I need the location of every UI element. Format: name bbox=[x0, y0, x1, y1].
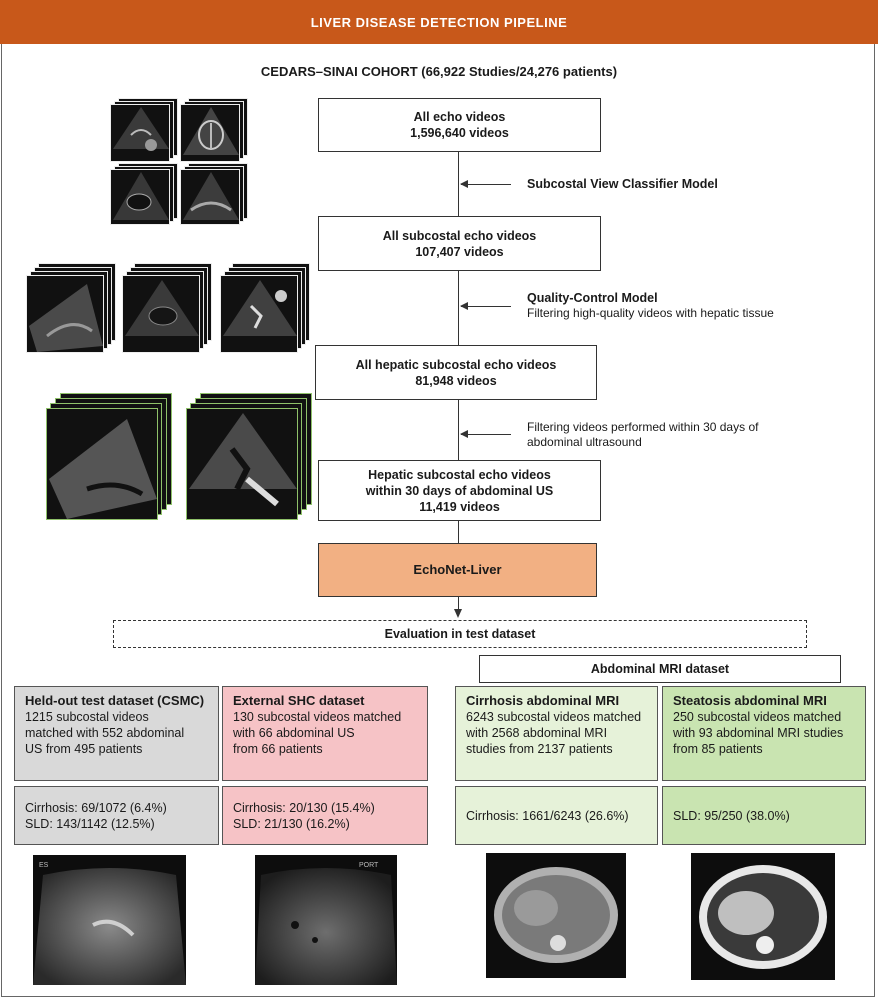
stats-panel-steatosis-mri: SLD: 95/250 (38.0%) bbox=[662, 786, 866, 845]
svg-text:PORT: PORT bbox=[359, 862, 379, 869]
connector-4 bbox=[458, 521, 459, 543]
stats-panel-shc: Cirrhosis: 20/130 (15.4%) SLD: 21/130 (1… bbox=[222, 786, 428, 845]
dataset-title: Cirrhosis abdominal MRI bbox=[466, 693, 620, 708]
model-label: EchoNet-Liver bbox=[413, 562, 502, 577]
dataset-line: 250 subcostal videos matched bbox=[673, 710, 842, 724]
dataset-line: 130 subcostal videos matched bbox=[233, 710, 402, 724]
dataset-line: studies from 2137 patients bbox=[466, 742, 613, 756]
stat-line: Cirrhosis: 20/130 (15.4%) bbox=[233, 800, 375, 815]
mri-header-label: Abdominal MRI dataset bbox=[590, 662, 730, 676]
flow-box-subcostal: All subcostal echo videos 107,407 videos bbox=[318, 216, 601, 271]
ultrasound-image-shc: PORT bbox=[255, 855, 397, 985]
mri-image-steatosis bbox=[691, 853, 835, 980]
connector-2 bbox=[458, 271, 459, 345]
evaluation-label: Evaluation in test dataset bbox=[384, 627, 536, 641]
stat-line: SLD: 143/1142 (12.5%) bbox=[25, 816, 155, 831]
step-label-view-classifier: Subcostal View Classifier Model bbox=[527, 177, 718, 191]
dataset-line: 6243 subcostal videos matched bbox=[466, 710, 642, 724]
stat-line: Cirrhosis: 1661/6243 (26.6%) bbox=[466, 808, 629, 823]
dataset-panel-csmc: Held-out test dataset (CSMC) 1215 subcos… bbox=[14, 686, 219, 781]
dataset-line: with 66 abdominal US bbox=[233, 726, 355, 740]
arrowhead-down bbox=[454, 609, 462, 618]
step-arrow-2 bbox=[460, 302, 511, 310]
dataset-panel-shc: External SHC dataset 130 subcostal video… bbox=[222, 686, 428, 781]
dataset-line: US from 495 patients bbox=[25, 742, 143, 756]
connector-1 bbox=[458, 152, 459, 216]
connector-3 bbox=[458, 400, 459, 460]
flow-title: All echo videos bbox=[413, 110, 506, 124]
flow-value: 81,948 videos bbox=[415, 373, 497, 388]
flow-value: 11,419 videos bbox=[419, 499, 500, 514]
step-arrow-3 bbox=[460, 430, 511, 438]
connector-5 bbox=[458, 597, 459, 611]
flow-value: 107,407 videos bbox=[415, 244, 504, 259]
dataset-line: with 93 abdominal MRI studies bbox=[673, 726, 844, 740]
dataset-line: from 85 patients bbox=[673, 742, 763, 756]
dataset-panel-cirrhosis-mri: Cirrhosis abdominal MRI 6243 subcostal v… bbox=[455, 686, 658, 781]
stat-line: Cirrhosis: 69/1072 (6.4%) bbox=[25, 800, 167, 815]
mri-dataset-header: Abdominal MRI dataset bbox=[479, 655, 841, 683]
evaluation-box: Evaluation in test dataset bbox=[113, 620, 807, 648]
cohort-label: CEDARS–SINAI COHORT (66,922 Studies/24,2… bbox=[260, 64, 618, 79]
dataset-line: matched with 552 abdominal bbox=[25, 726, 185, 740]
pipeline-header: LIVER DISEASE DETECTION PIPELINE bbox=[0, 0, 878, 44]
flow-title: All subcostal echo videos bbox=[382, 228, 537, 243]
flow-subtitle: within 30 days of abdominal US bbox=[365, 483, 554, 498]
dataset-line: from 66 patients bbox=[233, 742, 323, 756]
flow-value: 1,596,640 videos bbox=[410, 126, 509, 140]
step-arrow-1 bbox=[460, 180, 511, 188]
svg-text:ES: ES bbox=[39, 862, 49, 869]
mri-image-cirrhosis bbox=[486, 853, 626, 978]
echonet-liver-model-box: EchoNet-Liver bbox=[318, 543, 597, 597]
flow-title: Hepatic subcostal echo videos bbox=[368, 467, 551, 482]
ultrasound-image-csmc: ES bbox=[33, 855, 186, 985]
dataset-title: Held-out test dataset (CSMC) bbox=[25, 693, 205, 708]
flow-box-30-days: Hepatic subcostal echo videos within 30 … bbox=[318, 460, 601, 521]
dataset-title: External SHC dataset bbox=[233, 693, 365, 708]
stats-panel-cirrhosis-mri: Cirrhosis: 1661/6243 (26.6%) bbox=[455, 786, 658, 845]
dataset-title: Steatosis abdominal MRI bbox=[673, 693, 827, 708]
dataset-panel-steatosis-mri: Steatosis abdominal MRI 250 subcostal vi… bbox=[662, 686, 866, 781]
dataset-line: with 2568 abdominal MRI bbox=[466, 726, 608, 740]
step-label-30-days-filter: Filtering videos performed within 30 day… bbox=[527, 420, 759, 449]
stats-panel-csmc: Cirrhosis: 69/1072 (6.4%) SLD: 143/1142 … bbox=[14, 786, 219, 845]
stat-line: SLD: 95/250 (38.0%) bbox=[673, 808, 790, 823]
flow-box-hepatic: All hepatic subcostal echo videos 81,948… bbox=[315, 345, 597, 400]
dataset-line: 1215 subcostal videos bbox=[25, 710, 149, 724]
stat-line: SLD: 21/130 (16.2%) bbox=[233, 816, 350, 831]
flow-box-all-echo: All echo videos 1,596,640 videos bbox=[318, 98, 601, 152]
flow-title: All hepatic subcostal echo videos bbox=[355, 357, 557, 372]
header-title: LIVER DISEASE DETECTION PIPELINE bbox=[310, 14, 568, 30]
